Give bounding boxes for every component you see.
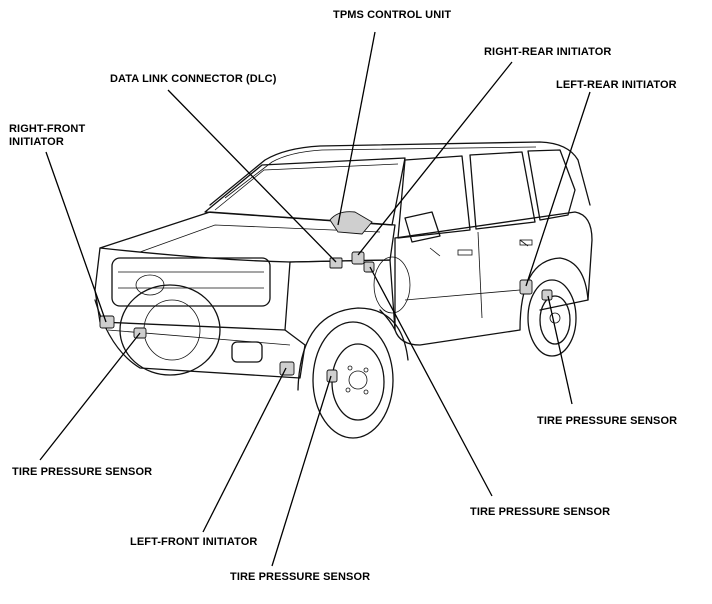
leader-lines [39, 31, 591, 567]
label-tire-pressure-sensor-right-rear: TIRE PRESSURE SENSOR [537, 415, 677, 427]
leader-tire-pressure-sensor-front-right [271, 375, 332, 567]
leader-right-rear-initiator [357, 61, 513, 256]
label-tire-pressure-sensor-right-front: TIRE PRESSURE SENSOR [470, 506, 610, 518]
leader-tire-pressure-sensor-right-rear [547, 295, 573, 405]
label-right-rear-initiator: RIGHT-REAR INITIATOR [484, 46, 611, 58]
callout-labels: TPMS CONTROL UNIT RIGHT-REAR INITIATOR D… [9, 9, 677, 583]
leader-data-link-connector [167, 89, 337, 263]
label-tpms-control-unit: TPMS CONTROL UNIT [333, 9, 451, 21]
data-link-connector [329, 257, 343, 269]
left-rear-initiator [519, 279, 533, 295]
tpms-control-unit [329, 211, 373, 235]
label-tire-pressure-sensor-front-right: TIRE PRESSURE SENSOR [230, 571, 370, 583]
label-left-front-initiator: LEFT-FRONT INITIATOR [130, 536, 257, 548]
label-left-rear-initiator: LEFT-REAR INITIATOR [556, 79, 677, 91]
leader-tire-pressure-sensor-left-front [39, 332, 141, 461]
leader-left-rear-initiator [525, 91, 591, 287]
right-front-initiator [99, 315, 115, 329]
label-data-link-connector: DATA LINK CONNECTOR (DLC) [110, 73, 277, 85]
leader-right-front-initiator [45, 151, 107, 323]
left-front-initiator [279, 361, 295, 376]
label-right-front-initiator-line2: INITIATOR [9, 136, 64, 148]
right-rear-initiator [351, 251, 365, 265]
leader-left-front-initiator [202, 367, 287, 533]
label-right-front-initiator-line1: RIGHT-FRONT [9, 123, 85, 135]
tire-pressure-sensor-front-right [326, 369, 338, 383]
label-tire-pressure-sensor-left-front: TIRE PRESSURE SENSOR [12, 466, 152, 478]
leader-tpms-control-unit [337, 31, 376, 226]
vehicle-illustration [94, 141, 593, 439]
tire-pressure-sensor-rear-left [541, 289, 553, 301]
leader-tire-pressure-sensor-right-front [369, 266, 493, 497]
